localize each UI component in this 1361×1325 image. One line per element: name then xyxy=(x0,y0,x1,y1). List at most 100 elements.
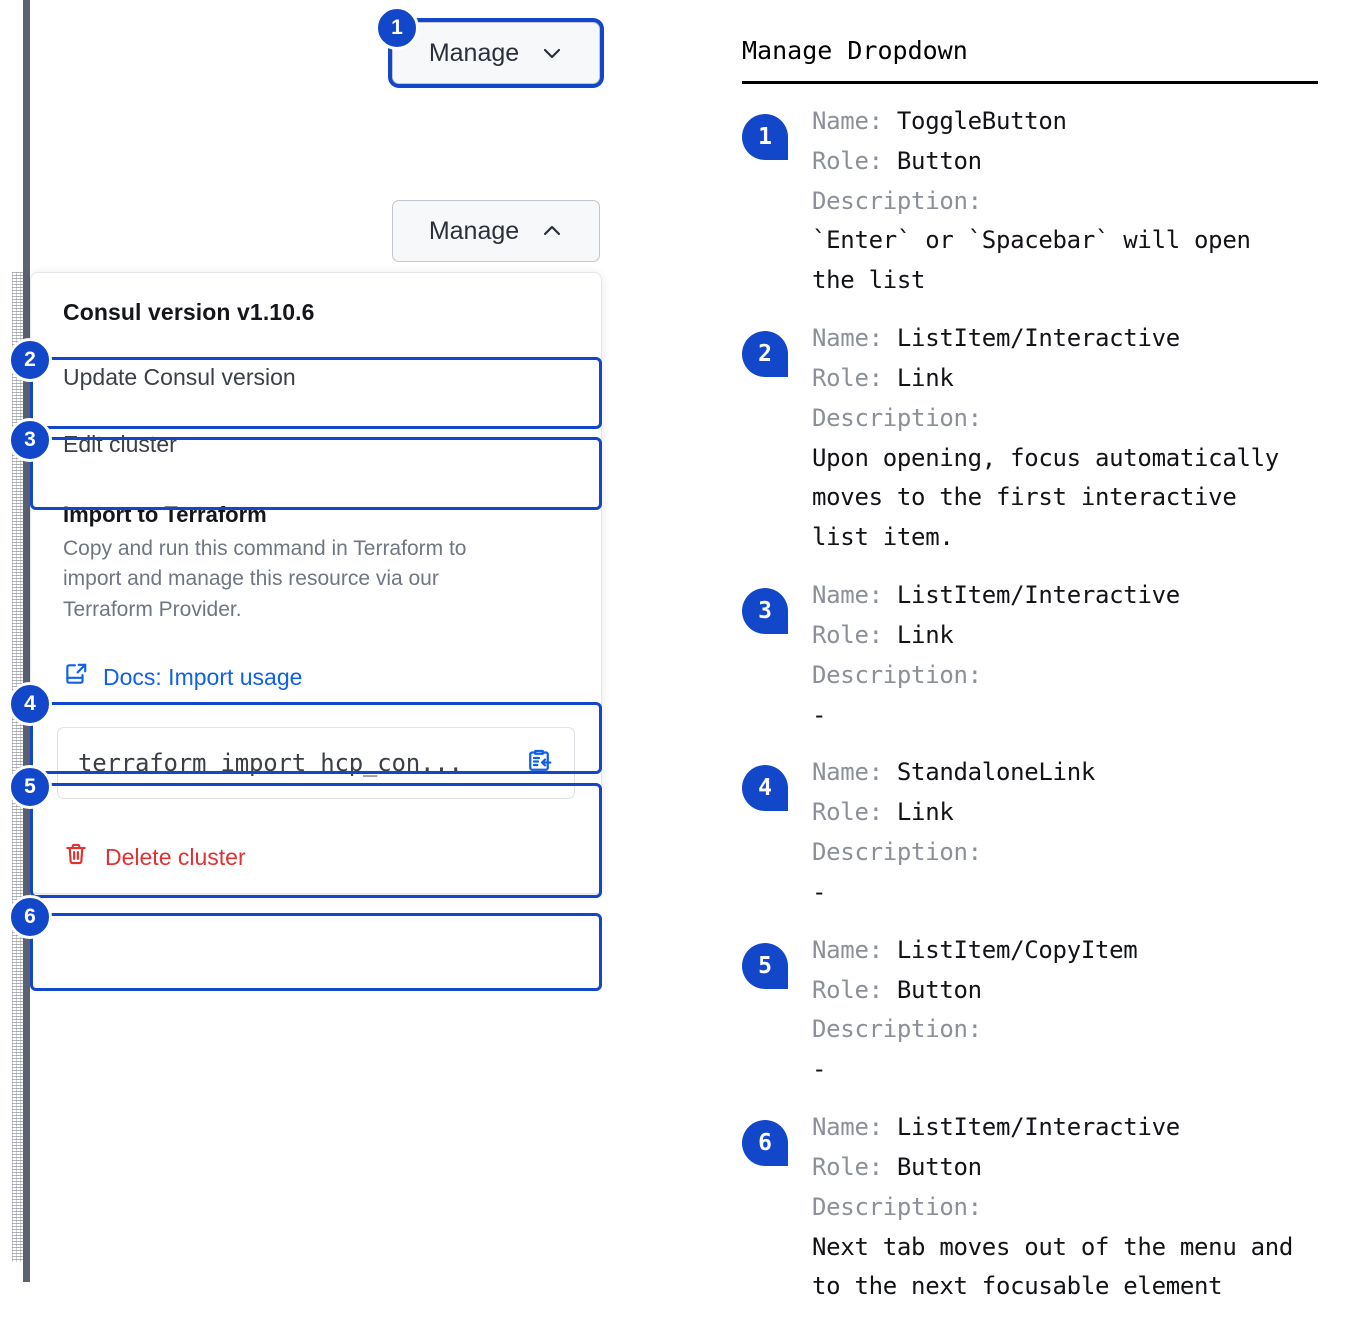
docs-external-link-icon xyxy=(63,661,89,693)
annotation-role: Role: Link xyxy=(812,616,1180,656)
annotation-role-label: Role: xyxy=(812,798,897,827)
annotation-name-value: ListItem/CopyItem xyxy=(896,935,1138,964)
callout-marker-4: 4 xyxy=(8,682,52,726)
annotation-pin-marker: 3 xyxy=(742,588,788,635)
legend-title: Manage Dropdown xyxy=(742,36,968,65)
annotation-pin-marker: 6 xyxy=(742,1120,788,1167)
annotation-name-value: ListItem/Interactive xyxy=(896,324,1180,353)
annotation-pin-marker: 4 xyxy=(742,765,788,812)
delete-cluster-label: Delete cluster xyxy=(105,843,246,870)
terraform-copy-field[interactable]: terraform import hcp_con... xyxy=(57,727,575,800)
callout-marker-5: 5 xyxy=(8,765,52,809)
annotation-description-label: Description: xyxy=(812,1015,982,1044)
import-to-terraform-title: Import to Terraform xyxy=(63,502,267,527)
annotation-role-value: Link xyxy=(896,363,954,392)
left-demo-pane: Manage Manage Consul version v1.10.6 Upd… xyxy=(0,0,700,1282)
annotation-name-value: ListItem/Interactive xyxy=(896,581,1180,610)
annotation-role-label: Role: xyxy=(812,975,897,1004)
trash-icon xyxy=(63,841,89,873)
annotation-name-label: Name: xyxy=(812,758,897,787)
annotation-role: Role: Button xyxy=(812,1148,1293,1188)
manage-toggle-button-expanded[interactable]: Manage xyxy=(392,200,600,262)
annotation-name-label: Name: xyxy=(812,324,897,353)
docs-import-usage-link[interactable]: Docs: Import usage xyxy=(31,643,601,711)
annotation-role-label: Role: xyxy=(812,363,897,392)
manage-toggle-label-collapsed: Manage xyxy=(428,38,520,67)
annotation-pin-marker: 2 xyxy=(742,331,788,378)
annotation-role-value: Button xyxy=(896,146,982,175)
annotation-description: Description: xyxy=(812,1010,1137,1050)
chevron-down-icon xyxy=(541,42,563,64)
annotation-description-text: - xyxy=(812,877,827,906)
annotation-name-label: Name: xyxy=(812,581,897,610)
annotation-description-label: Description: xyxy=(812,1192,982,1221)
annotation-name-value: StandaloneLink xyxy=(896,758,1095,787)
annotation-name: Name: StandaloneLink xyxy=(812,753,1095,793)
annotation-description: Description: xyxy=(812,656,1180,696)
annotation-name-label: Name: xyxy=(812,935,897,964)
manage-toggle-button-collapsed[interactable]: Manage xyxy=(392,22,600,84)
dropdown-item-update-consul-version[interactable]: Update Consul version xyxy=(31,344,601,411)
annotation-role-label: Role: xyxy=(812,620,897,649)
annotation-description-label: Description: xyxy=(812,186,982,215)
annotation-description-text: Upon opening, focus automatically moves … xyxy=(812,443,1279,552)
callout-marker-1: 1 xyxy=(375,6,419,50)
callout-marker-2: 2 xyxy=(8,338,52,382)
annotation-name: Name: ListItem/Interactive xyxy=(812,576,1180,616)
annotation-description-label: Description: xyxy=(812,660,982,689)
annotation-role-value: Link xyxy=(896,798,954,827)
manage-toggle-label-expanded: Manage xyxy=(428,216,520,245)
annotation-description-text: - xyxy=(812,1055,827,1084)
docs-import-usage-label: Docs: Import usage xyxy=(103,663,303,690)
annotation-name-value: ToggleButton xyxy=(896,107,1067,135)
chevron-up-icon xyxy=(541,220,563,242)
annotation-role-value: Link xyxy=(896,620,954,649)
terraform-copy-field-wrap: terraform import hcp_con... xyxy=(31,711,601,821)
annotation-name-value: ListItem/Interactive xyxy=(896,1113,1180,1142)
annotation-pin-marker: 1 xyxy=(742,114,788,160)
annotation-description-label: Description: xyxy=(812,403,982,432)
annotation-description: Description: xyxy=(812,1188,1293,1228)
terraform-command-text: terraform import hcp_con... xyxy=(78,749,463,778)
annotation-name: Name: ToggleButton xyxy=(812,102,1251,142)
annotation-description-text: `Enter` or `Spacebar` will open the list xyxy=(812,226,1251,295)
clipboard-copy-icon[interactable] xyxy=(524,746,554,781)
annotation-role-value: Button xyxy=(896,1152,982,1181)
import-to-terraform-description: Copy and run this command in Terraform t… xyxy=(63,537,467,621)
page-edge-bar xyxy=(23,0,30,1282)
annotation-description: Description: xyxy=(812,182,1251,222)
callout-marker-3: 3 xyxy=(8,418,52,462)
focus-highlight-delete-cluster xyxy=(30,913,602,991)
annotation-role-label: Role: xyxy=(812,1152,897,1181)
annotation-role: Role: Link xyxy=(812,359,1279,399)
annotation-description-text: Next tab moves out of the menu and to th… xyxy=(812,1232,1294,1301)
annotation-pin-marker: 5 xyxy=(742,942,788,989)
annotation-role: Role: Link xyxy=(812,793,1095,833)
annotation-role-label: Role: xyxy=(812,146,897,175)
annotation-role: Role: Button xyxy=(812,971,1137,1011)
annotation-description-text: - xyxy=(812,700,827,729)
annotation-name-label: Name: xyxy=(812,107,897,135)
annotation-description-label: Description: xyxy=(812,838,982,867)
annotation-role: Role: Button xyxy=(812,142,1251,182)
annotation-name: Name: ListItem/CopyItem xyxy=(812,931,1138,971)
legend-title-rule xyxy=(742,81,1318,84)
annotation-name: Name: ListItem/Interactive xyxy=(812,319,1279,359)
annotation-role-value: Button xyxy=(896,975,982,1004)
manage-dropdown-panel: Consul version v1.10.6 Update Consul ver… xyxy=(30,272,602,895)
dropdown-item-delete-cluster[interactable]: Delete cluster xyxy=(31,821,601,893)
dropdown-item-edit-cluster[interactable]: Edit cluster xyxy=(31,411,601,478)
